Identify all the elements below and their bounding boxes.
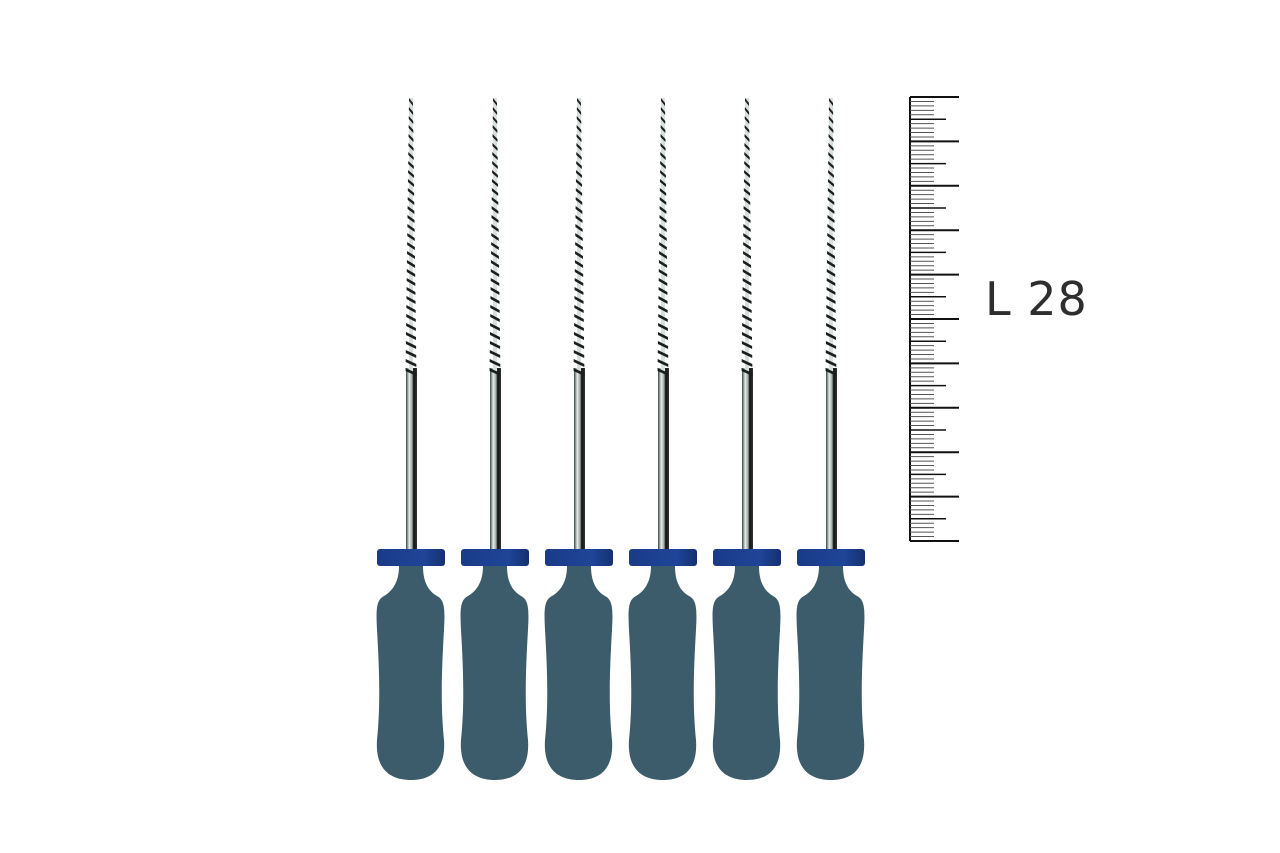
file-core [661, 98, 665, 372]
file-shank [826, 368, 837, 550]
handle [460, 566, 529, 780]
file [628, 98, 697, 780]
file-core [829, 98, 833, 372]
file-core [745, 98, 749, 372]
file [712, 98, 781, 780]
file-shank [406, 368, 417, 550]
file-shank [658, 368, 669, 550]
stopper [461, 549, 529, 566]
file [796, 98, 865, 780]
file-flutes [825, 98, 837, 376]
file-core [409, 98, 413, 372]
file-flutes [657, 98, 669, 376]
file-flutes [741, 98, 753, 376]
file-core [577, 98, 581, 372]
file-core [493, 98, 497, 372]
file-shank [490, 368, 501, 550]
file-flutes [489, 98, 501, 376]
handle [796, 566, 865, 780]
stopper [545, 549, 613, 566]
handle [376, 566, 445, 780]
file-flutes [405, 98, 417, 376]
stopper [713, 549, 781, 566]
length-label: L 28 [985, 272, 1088, 326]
handle [712, 566, 781, 780]
file [544, 98, 613, 780]
length-ruler [909, 96, 959, 542]
stopper [797, 549, 865, 566]
file-shank [574, 368, 585, 550]
file-flutes [573, 98, 585, 376]
file [376, 98, 445, 780]
handle [628, 566, 697, 780]
endodontic-files [376, 98, 865, 780]
stopper [629, 549, 697, 566]
stopper [377, 549, 445, 566]
file-shank [742, 368, 753, 550]
handle [544, 566, 613, 780]
file [460, 98, 529, 780]
